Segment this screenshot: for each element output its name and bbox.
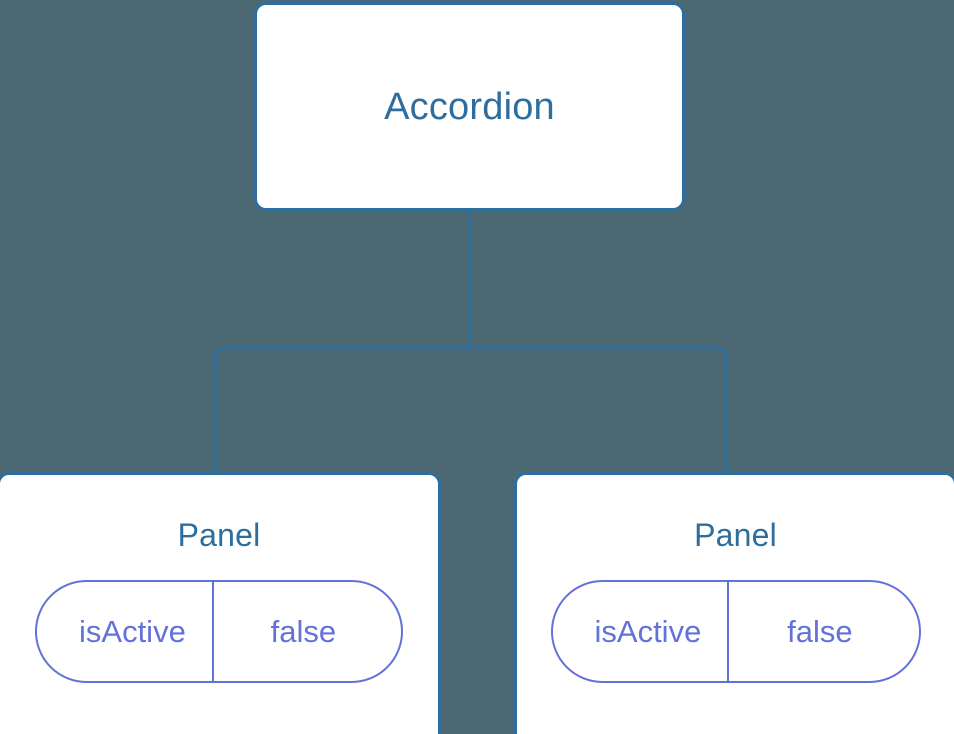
node-panel-right-title: Panel — [694, 517, 777, 553]
state-record-panel-right[interactable]: isActive false — [550, 580, 921, 683]
edge-to-panel-right — [470, 346, 728, 474]
edge-to-panel-left — [213, 346, 470, 474]
node-accordion[interactable]: Accordion — [254, 2, 685, 211]
state-value-label: false — [270, 614, 337, 649]
state-key-label: isActive — [37, 582, 214, 681]
node-panel-left-title: Panel — [177, 517, 261, 553]
node-accordion-title: Accordion — [384, 85, 555, 128]
state-value-label: false — [787, 614, 853, 649]
state-key-label: isActive — [553, 582, 730, 681]
node-panel-right[interactable]: Panel isActive false — [514, 472, 954, 734]
state-record-panel-left[interactable]: isActive false — [35, 580, 403, 683]
node-panel-left[interactable]: Panel isActive false — [0, 472, 441, 734]
